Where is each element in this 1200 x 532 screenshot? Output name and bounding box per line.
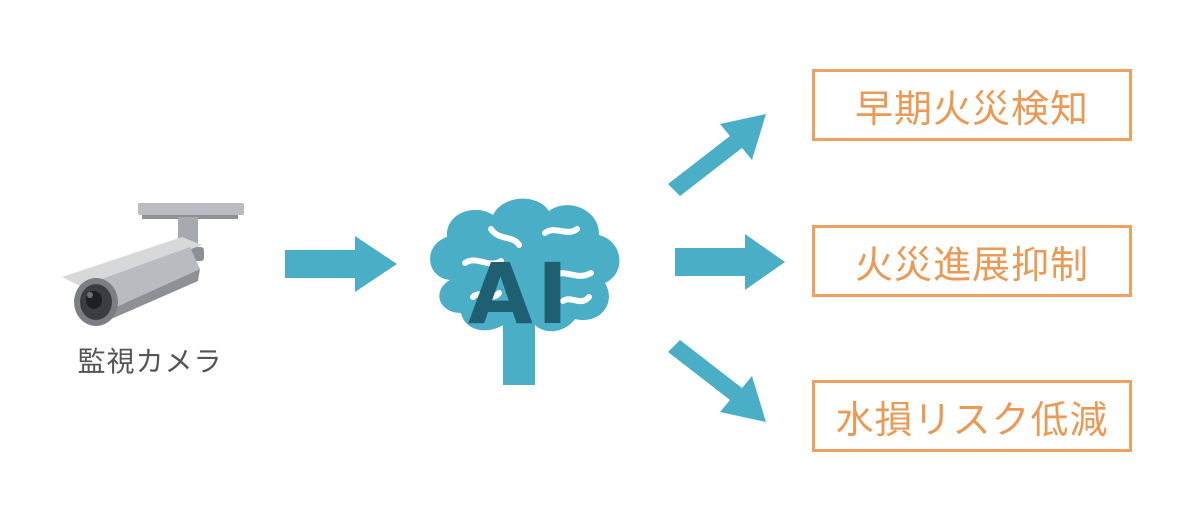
arrow-ai-to-outcome-2 [668, 340, 766, 422]
arrow-ai-to-outcome-1 [675, 234, 785, 290]
ai-node: AI [395, 185, 645, 385]
security-camera-icon [62, 203, 244, 326]
arrow-ai-to-outcome-0 [668, 114, 766, 196]
outcome-water-damage-risk-reduction: 水損リスク低減 [812, 380, 1132, 452]
arrow-shape [668, 340, 766, 422]
camera-node: 監視カメラ [50, 195, 250, 385]
ai-label: AI [467, 245, 573, 343]
outcome-early-fire-detection: 早期火災検知 [812, 69, 1132, 141]
arrow-shape [668, 114, 766, 196]
arrow-shape [675, 234, 785, 290]
brain-icon [430, 198, 620, 385]
arrow-camera-to-ai [285, 236, 397, 292]
outcome-fire-spread-suppression: 火災進展抑制 [812, 225, 1132, 297]
arrow-shape [285, 236, 397, 292]
camera-label: 監視カメラ [77, 345, 223, 378]
